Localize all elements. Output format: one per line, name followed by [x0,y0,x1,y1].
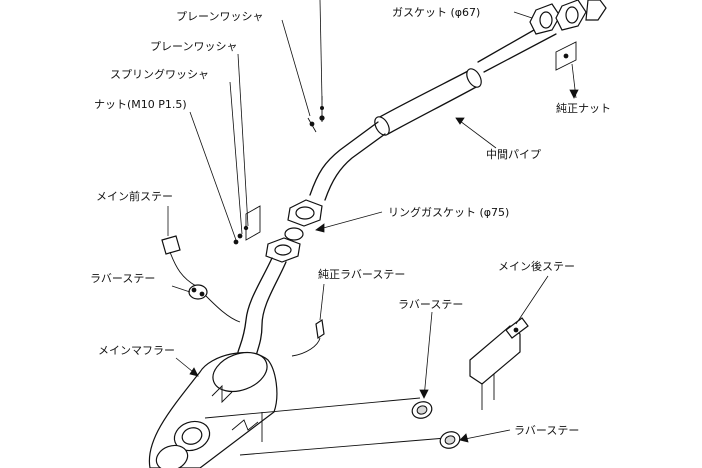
genuine-rubber-stay-part [291,318,325,357]
rubber-stay-left-part [188,284,241,323]
label-nut-m10: ナット(M10 P1.5) [94,98,187,111]
bolt-hardware-top [307,96,325,133]
tail-pipe [237,257,287,357]
label-spring-washer: スプリングワッシャ [110,67,209,81]
label-genuine-nut: 純正ナット [556,102,611,115]
label-mid-pipe: 中間パイプ [486,148,541,161]
guide-lines [204,397,447,456]
genuine-nut-part [555,41,577,71]
label-main-muffler: メインマフラー [98,344,175,357]
rubber-stay-bottom-part [439,431,461,449]
label-rubber-stay-mid: ラバーステー [398,298,463,311]
label-genuine-rubber-stay: 純正ラバーステー [318,268,405,281]
label-plain-washer-top: プレーンワッシャ [176,10,263,23]
label-main-front-stay: メイン前ステー [96,189,173,203]
main-front-stay-part [161,235,197,287]
label-rubber-stay-bottom: ラバーステー [514,424,579,437]
hardware-bracket [233,205,261,245]
label-main-rear-stay: メイン後ステー [498,259,575,273]
main-muffler [148,351,278,468]
rubber-stay-mid-part [411,401,433,419]
label-gasket-67: ガスケット (φ67) [392,6,480,19]
main-rear-stay-part [469,317,529,410]
label-plain-washer: プレーンワッシャ [150,40,237,53]
label-rubber-stay-left: ラバーステー [90,272,155,285]
mid-pipe [309,21,557,201]
leader-lines [167,0,577,441]
ring-gasket-75 [265,199,323,263]
arrowheads [189,89,579,443]
label-ring-gasket-75: リングガスケット (φ75) [388,205,509,219]
gasket-67-flange [529,0,607,35]
